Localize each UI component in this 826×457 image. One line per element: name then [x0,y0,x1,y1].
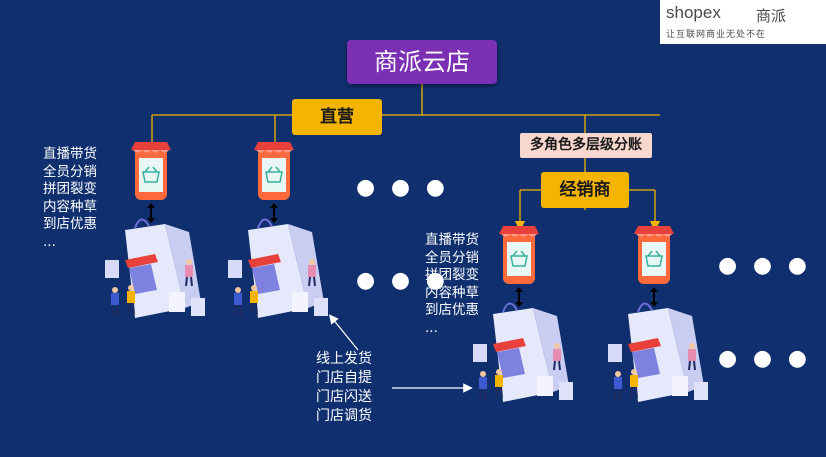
fulfillment-item: 门店调货 [316,408,372,424]
tactic-item: 到店优惠 [425,302,479,318]
brand-slogan: 让互联网商业无处不在 [666,30,767,40]
direct-node: 直营 [292,99,382,135]
ellipsis-dots: ● ● ● [356,268,449,293]
dealer-node: 经销商 [541,172,629,208]
store-unit-2 [227,141,329,319]
brand-cn-name: 商派 [756,7,787,25]
fulfillment-item: 线上发货 [316,351,372,367]
store-unit-4 [607,225,709,403]
tactics-list-right: 直播带货 全员分销 拼团裂变 内容种草 到店优惠 ... [425,232,479,337]
tactic-item: ... [425,319,438,336]
root-node: 商派云店 [347,40,497,84]
tactic-item: 直播带货 [425,232,479,248]
tactic-item: 全员分销 [425,249,479,266]
store-unit-3 [472,225,574,403]
tactics-list-left: 直播带货 全员分销 拼团裂变 内容种草 到店优惠 ... [43,146,97,251]
tactic-item: 全员分销 [43,163,97,180]
tactic-item: 拼团裂变 [425,267,479,283]
store-unit-1 [105,142,205,318]
tactic-item: 内容种草 [425,284,479,301]
tactic-item: 内容种草 [43,198,97,215]
tactic-item: 到店优惠 [43,216,97,232]
tree-lines [151,84,661,232]
split-node: 多角色多层级分账 [520,133,652,158]
ellipsis-dots: ● ● ● [356,175,449,200]
ellipsis-dots: ● ● ● [718,346,811,371]
ellipsis-dots: ● ● ● [718,253,811,278]
tactic-item: ... [43,233,56,250]
fulfillment-item: 门店自提 [316,370,372,386]
double-arrow-icon [147,203,155,223]
tactic-item: 直播带货 [43,146,97,162]
shopping-bag-illustration [105,218,205,318]
brand-name: shopex [666,3,721,22]
tactic-item: 拼团裂变 [43,181,97,197]
fulfillment-list: 线上发货 门店自提 门店闪送 门店调货 [316,350,372,426]
storefront-phone-icon [131,142,171,200]
fulfillment-item: 门店闪送 [316,389,372,405]
brand-logo: shopex 商派 让互联网商业无处不在 [660,0,826,44]
